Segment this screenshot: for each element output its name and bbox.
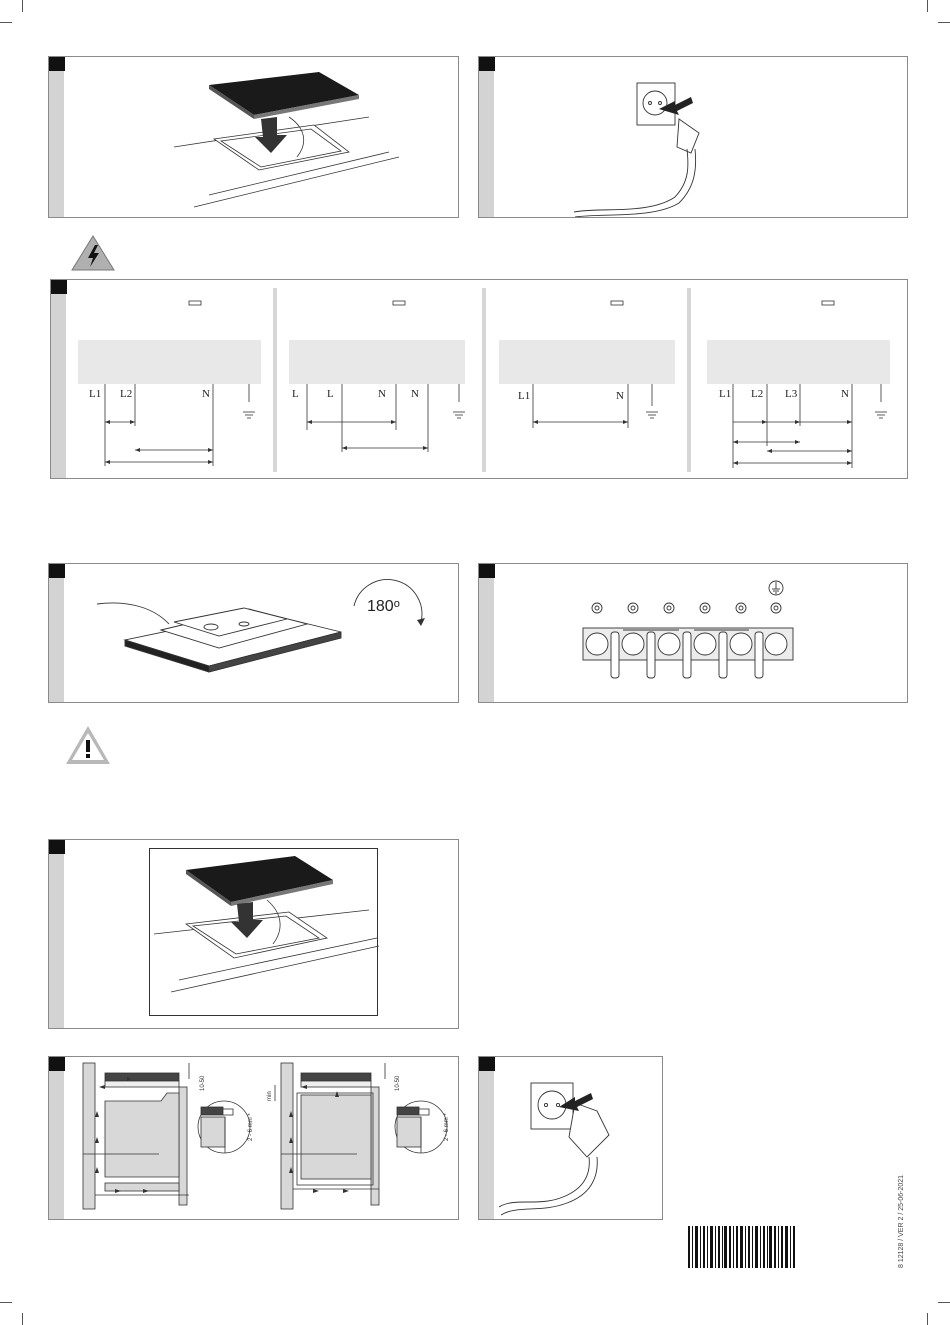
- fuse-icon: [393, 301, 405, 305]
- top-gap-label: 10-50: [200, 1076, 206, 1091]
- rotation-angle: 180o: [367, 598, 400, 616]
- crop-mark: [938, 1302, 950, 1303]
- fuse-icon: [822, 301, 834, 305]
- wiring-lines: [51, 280, 908, 479]
- rotate-hob-panel: 180o: [48, 563, 459, 703]
- terminal-screws: [592, 603, 781, 613]
- crop-mark: [22, 1313, 23, 1325]
- hob-insertion-panel: [48, 56, 459, 218]
- crop-mark: [0, 1302, 12, 1303]
- fuse-icon: [611, 301, 623, 305]
- side-gap-label: 2 - 6 mm *: [444, 1113, 450, 1141]
- wiring-diagram-panel: L1 L2 N L L N N L1 N L1 L2 L3 N: [50, 279, 908, 479]
- terminal-block-panel: [478, 563, 908, 703]
- hob-insertion-illustration: [49, 57, 459, 218]
- hob-insertion-illustration: [49, 840, 459, 1029]
- electric-warning-icon: [70, 234, 116, 272]
- barcode: [688, 1226, 798, 1268]
- crop-mark: [927, 0, 928, 12]
- min-label: min: [267, 1091, 273, 1101]
- plug-socket-small-panel: [478, 1056, 663, 1220]
- plug-socket-illustration: [479, 1057, 663, 1220]
- plug-socket-panel: [478, 56, 908, 218]
- fuse-icon: [189, 301, 201, 305]
- hob-underside-illustration: [49, 564, 459, 703]
- document-code: 8 12128 / VER 2 / 25-06-2021: [898, 1175, 905, 1268]
- crop-mark: [0, 22, 12, 23]
- ground-icon: [243, 412, 887, 418]
- plug-socket-illustration: [479, 57, 908, 218]
- side-gap-label: 2 - 6 mm *: [248, 1113, 254, 1141]
- crop-mark: [22, 0, 23, 12]
- clearance-panel: 10-50 2 - 6 mm * 10-50 2 - 6 mm * min: [48, 1056, 459, 1220]
- terminal-block-illustration: [479, 564, 908, 703]
- general-warning-icon: [64, 724, 112, 766]
- top-gap-label: 10-50: [395, 1076, 401, 1091]
- crop-mark: [927, 1313, 928, 1325]
- crop-mark: [938, 22, 950, 23]
- hob-insertion-framed-panel: [48, 839, 459, 1029]
